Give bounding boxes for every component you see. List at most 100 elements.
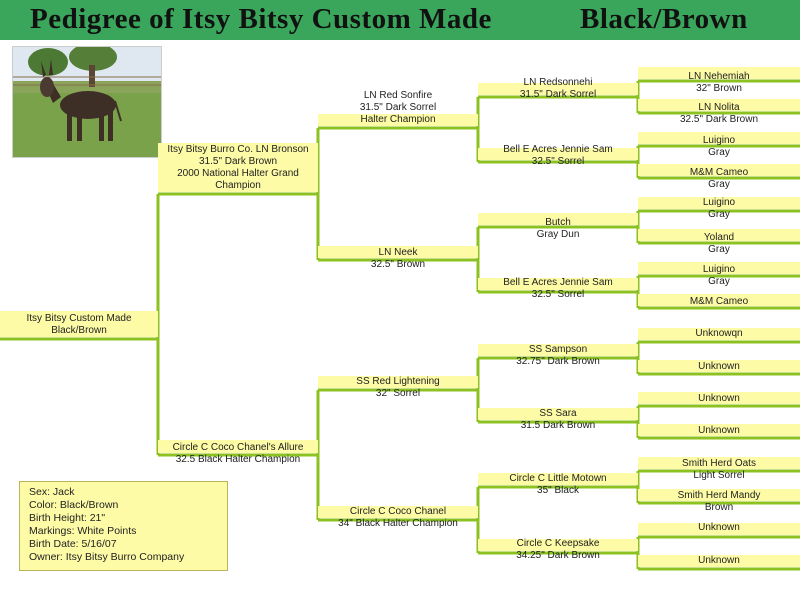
- sire-line2: 31.5" Dark Brown: [198, 156, 278, 167]
- gen2-sd-line2: 32.5" Brown: [370, 259, 426, 270]
- gen4-a1-line2: 32" Brown: [696, 83, 742, 94]
- gen4-a1-name: LN Nehemiah: [688, 71, 750, 82]
- gen3-sds-line2: Gray Dun: [536, 229, 580, 240]
- gen4-box: [638, 328, 800, 340]
- gen2-ss-line3: Halter Champion: [360, 114, 436, 125]
- gen4-box: [638, 262, 800, 274]
- gen3-sss-line2: 31.5" Dark Sorrel: [519, 89, 597, 100]
- gen3-dsd-line2: 31.5 Dark Brown: [520, 420, 596, 431]
- sire-line4: Champion: [215, 180, 261, 191]
- gen3-dss-name: SS Sampson: [528, 344, 588, 355]
- gen4-box: [638, 164, 800, 176]
- gen3-sds-box: [478, 213, 638, 225]
- info-birth-date: Birth Date: 5/16/07: [29, 538, 117, 550]
- info-panel: Sex: Jack Color: Black/Brown Birth Heigh…: [19, 481, 228, 571]
- gen3-sdd-name: Bell E Acres Jennie Sam: [503, 277, 613, 288]
- gen4-a4-line2: Gray: [708, 179, 730, 190]
- gen4-b5-line2: Light Sorrel: [693, 470, 745, 481]
- gen4-b5-name: Smith Herd Oats: [682, 458, 756, 469]
- gen3-ddd-name: Circle C Keepsake: [516, 538, 600, 549]
- gen4-a5-name: Luigino: [702, 197, 736, 208]
- gen4-box: [638, 457, 800, 469]
- gen2-ss-box: [318, 114, 478, 126]
- sire-name: Itsy Bitsy Burro Co. LN Bronson: [167, 144, 309, 155]
- gen3-dss-line2: 32.75" Dark Brown: [516, 356, 600, 367]
- gen4-box: [638, 360, 800, 372]
- pedigree-color: Black/Brown: [580, 3, 748, 35]
- gen2-dd-name: Circle C Coco Chanel: [349, 506, 447, 517]
- gen3-dss-box: [478, 344, 638, 356]
- gen4-b6-line2: Brown: [704, 502, 734, 513]
- gen3-dsd-box: [478, 408, 638, 420]
- pedigree-title: Pedigree of Itsy Bitsy Custom Made: [30, 3, 492, 35]
- gen2-ds-box: [318, 376, 478, 388]
- gen4-a3-line2: Gray: [708, 147, 730, 158]
- info-owner: Owner: Itsy Bitsy Burro Company: [29, 551, 185, 563]
- sire-line3: 2000 National Halter Grand: [177, 168, 299, 179]
- gen3-sdd-line2: 32.5" Sorrel: [531, 289, 585, 300]
- gen3-ssd-name: Bell E Acres Jennie Sam: [503, 144, 613, 155]
- dam-box: [158, 440, 318, 453]
- gen4-box: [638, 555, 800, 567]
- gen3-ssd-box: [478, 148, 638, 160]
- gen3-dds-name: Circle C Little Motown: [509, 473, 607, 484]
- gen4-a3-name: Luigino: [702, 135, 736, 146]
- gen4-box: [638, 67, 800, 79]
- gen3-sss-box: [478, 83, 638, 95]
- gen4-box: [638, 523, 800, 535]
- gen4-box: [638, 229, 800, 241]
- gen3-dds-box: [478, 473, 638, 485]
- dam-line2: 32.5 Black Halter Champion: [175, 454, 301, 465]
- gen4-box: [638, 294, 800, 306]
- gen4-box: [638, 99, 800, 111]
- gen4-a6-name: Yoland: [703, 232, 735, 243]
- gen4-a2-line2: 32.5" Dark Brown: [679, 114, 759, 125]
- donkey-photo: [12, 46, 162, 158]
- gen2-dd-line2: 34" Black Halter Champion: [338, 518, 458, 529]
- gen3-ddd-box: [478, 539, 638, 551]
- subject-box: [0, 311, 158, 337]
- gen4-a7-name: Luigino: [702, 264, 736, 275]
- dam-name: Circle C Coco Chanel's Allure: [172, 442, 304, 453]
- gen2-ss-line2: 31.5" Dark Sorrel: [359, 102, 437, 113]
- info-markings: Markings: White Points: [29, 525, 137, 537]
- gen4-box: [638, 424, 800, 436]
- info-sex: Sex: Jack: [29, 486, 75, 498]
- gen4-a4-name: M&M Cameo: [689, 167, 749, 178]
- gen4-box: [638, 132, 800, 144]
- gen4-b2-name: Unknown: [698, 361, 740, 372]
- gen3-dds-line2: 35" Black: [537, 485, 579, 496]
- title-banner: Pedigree of Itsy Bitsy Custom Made Black…: [0, 0, 800, 40]
- gen4-a8-name: M&M Cameo: [689, 296, 749, 307]
- gen3-sds-name: Butch: [545, 217, 571, 228]
- gen4-a5-line2: Gray: [708, 209, 730, 220]
- gen4-a7-line2: Gray: [708, 276, 730, 287]
- gen4-b7-name: Unknown: [698, 522, 740, 533]
- gen3-ssd-line2: 32.5" Sorrel: [531, 156, 585, 167]
- info-height: Birth Height: 21": [29, 512, 106, 524]
- gen2-sd-box: [318, 246, 478, 258]
- gen4-b8-name: Unknown: [698, 555, 740, 566]
- gen4-a2-name: LN Nolita: [698, 102, 740, 113]
- gen4-b1-name: Unknowqn: [695, 328, 743, 339]
- gen3-dsd-name: SS Sara: [539, 408, 577, 419]
- gen2-ds-line2: 32" Sorrel: [375, 388, 421, 399]
- gen2-ss-name: LN Red Sonfire: [363, 90, 433, 101]
- gen2-sd-name: LN Neek: [378, 247, 418, 258]
- gen4-b3-name: Unknown: [698, 393, 740, 404]
- gen4-box: [638, 392, 800, 404]
- gen4-a6-line2: Gray: [708, 244, 730, 255]
- gen2-ds-name: SS Red Lightening: [356, 376, 440, 387]
- subject-name: Itsy Bitsy Custom Made: [26, 313, 132, 324]
- info-color: Color: Black/Brown: [29, 499, 119, 511]
- gen4-box: [638, 489, 800, 501]
- subject-color: Black/Brown: [51, 325, 107, 336]
- gen3-sss-name: LN Redsonnehi: [523, 77, 593, 88]
- gen3-sdd-box: [478, 278, 638, 290]
- gen3-ddd-line2: 34.25" Dark Brown: [516, 550, 600, 561]
- sire-box: [158, 143, 318, 192]
- gen4-b4-name: Unknown: [698, 425, 740, 436]
- gen2-dd-box: [318, 506, 478, 518]
- gen4-box: [638, 197, 800, 209]
- gen4-b6-name: Smith Herd Mandy: [677, 490, 761, 501]
